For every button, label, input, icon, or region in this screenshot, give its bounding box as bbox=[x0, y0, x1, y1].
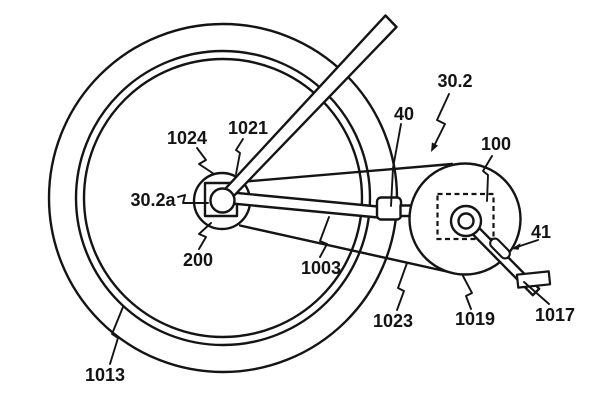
label-1019: 1019 bbox=[455, 309, 495, 329]
label-200: 200 bbox=[183, 250, 213, 270]
leader-41 bbox=[516, 239, 539, 248]
belt-lower-run bbox=[238, 224, 460, 276]
drive-unit-dashed-box bbox=[436, 192, 495, 241]
label-1021: 1021 bbox=[228, 118, 268, 138]
label-41: 41 bbox=[531, 222, 551, 242]
leader-30-2 bbox=[433, 93, 450, 147]
leader-30-2a bbox=[177, 194, 209, 204]
label-40: 40 bbox=[394, 104, 414, 124]
leader-40 bbox=[390, 123, 402, 207]
crank-slot-group bbox=[489, 237, 511, 260]
leader-1024 bbox=[196, 147, 215, 175]
hub-axle-circle bbox=[209, 187, 236, 214]
label-1024: 1024 bbox=[167, 128, 207, 148]
crank-slot bbox=[489, 237, 511, 260]
label-1017: 1017 bbox=[535, 305, 575, 325]
pedal-group bbox=[515, 270, 552, 289]
label-100: 100 bbox=[481, 134, 511, 154]
tensioner-block bbox=[375, 196, 403, 221]
label-1003: 1003 bbox=[301, 258, 341, 278]
label-1013: 1013 bbox=[85, 365, 125, 385]
leader-100 bbox=[482, 155, 493, 202]
leader-1019 bbox=[462, 275, 473, 310]
wheel-rim-inner-circle bbox=[82, 57, 364, 339]
belt-upper-run bbox=[238, 162, 454, 184]
chainstay-bar bbox=[230, 191, 380, 219]
crank-axle-inner-circle bbox=[457, 212, 475, 230]
leader-1003 bbox=[319, 216, 330, 258]
leader-1013 bbox=[109, 306, 124, 365]
label-30-2: 30.2 bbox=[437, 71, 472, 91]
leader-1017 bbox=[523, 281, 550, 305]
arrowhead-30-2 bbox=[431, 142, 439, 152]
leader-200 bbox=[198, 222, 212, 250]
leader-1021 bbox=[235, 138, 244, 175]
pedal bbox=[515, 270, 552, 289]
label-30-2a: 30.2a bbox=[130, 190, 176, 210]
leader-1023 bbox=[396, 262, 408, 311]
label-1023: 1023 bbox=[373, 311, 413, 331]
arrowhead-41 bbox=[511, 243, 521, 250]
wheel-rim-outer-circle bbox=[74, 49, 372, 347]
